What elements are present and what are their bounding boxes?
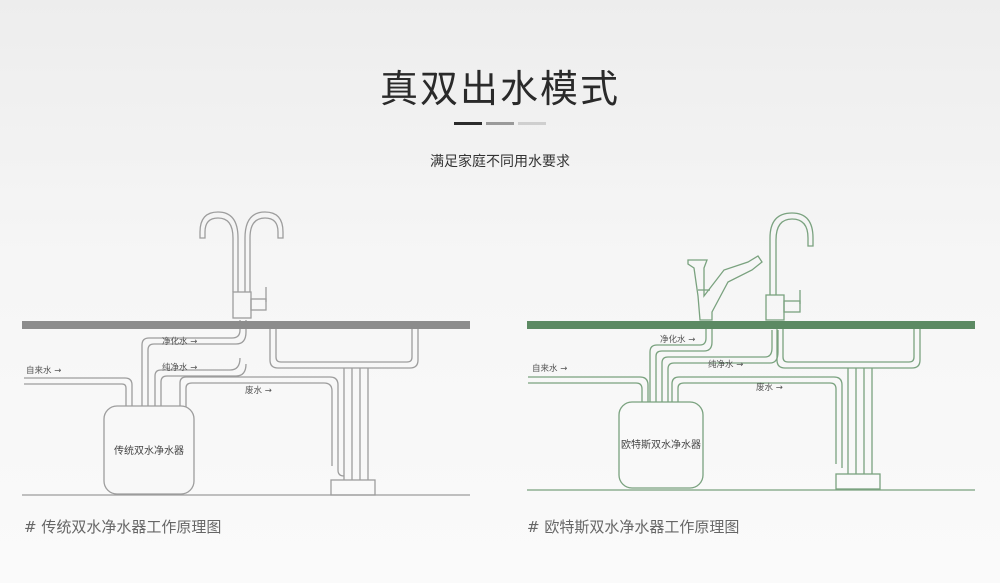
pure-water-pipe [154, 357, 247, 410]
divider-segment-mid [486, 122, 514, 125]
traditional-unit-label: 传统双水净水器 [114, 444, 184, 457]
tap-water-label: 自来水 → [532, 363, 567, 374]
traditional-countertop [22, 321, 470, 329]
drain-pipe [343, 368, 369, 480]
traditional-purifier-unit [103, 405, 195, 495]
tap-water-pipe [528, 376, 649, 404]
mixer-faucet-icon [687, 255, 763, 321]
waste-water-label: 废水 → [245, 385, 272, 396]
waste-water-label: 废水 → [756, 382, 783, 393]
page-subtitle: 满足家庭不同用水要求 [430, 154, 570, 170]
purified-water-label: 净化水 → [162, 336, 197, 347]
traditional-caption: # 传统双水净水器工作原理图 [24, 518, 222, 536]
pure-water-label: 纯净水 → [162, 362, 197, 373]
page-title: 真双出水模式 [379, 67, 620, 111]
pure-water-pipe [661, 330, 779, 404]
waste-water-pipe [179, 376, 345, 477]
tap-water-pipe [24, 377, 133, 410]
purified-water-pipe [649, 321, 713, 404]
title-divider [454, 122, 546, 125]
drain-base [835, 473, 881, 490]
traditional-diagram [22, 211, 470, 496]
ots-countertop [527, 321, 975, 329]
ots-purifier-unit [618, 401, 704, 489]
drain-pipe [847, 368, 873, 474]
purified-water-pipe [141, 320, 247, 410]
ots-diagram [527, 212, 975, 491]
tap-water-label: 自来水 → [26, 365, 61, 376]
double-faucet-icon [199, 211, 284, 319]
waste-water-pipe [671, 376, 843, 468]
divider-segment-dark [454, 122, 482, 125]
purified-water-label: 净化水 → [660, 334, 695, 345]
gooseneck-faucet-icon [765, 212, 814, 321]
ots-caption: # 欧特斯双水净水器工作原理图 [527, 518, 740, 536]
divider-segment-light [518, 122, 546, 125]
drain-base [330, 479, 376, 496]
pure-water-label: 纯净水 → [708, 359, 743, 370]
ots-unit-label: 欧特斯双水净水器 [621, 438, 701, 451]
